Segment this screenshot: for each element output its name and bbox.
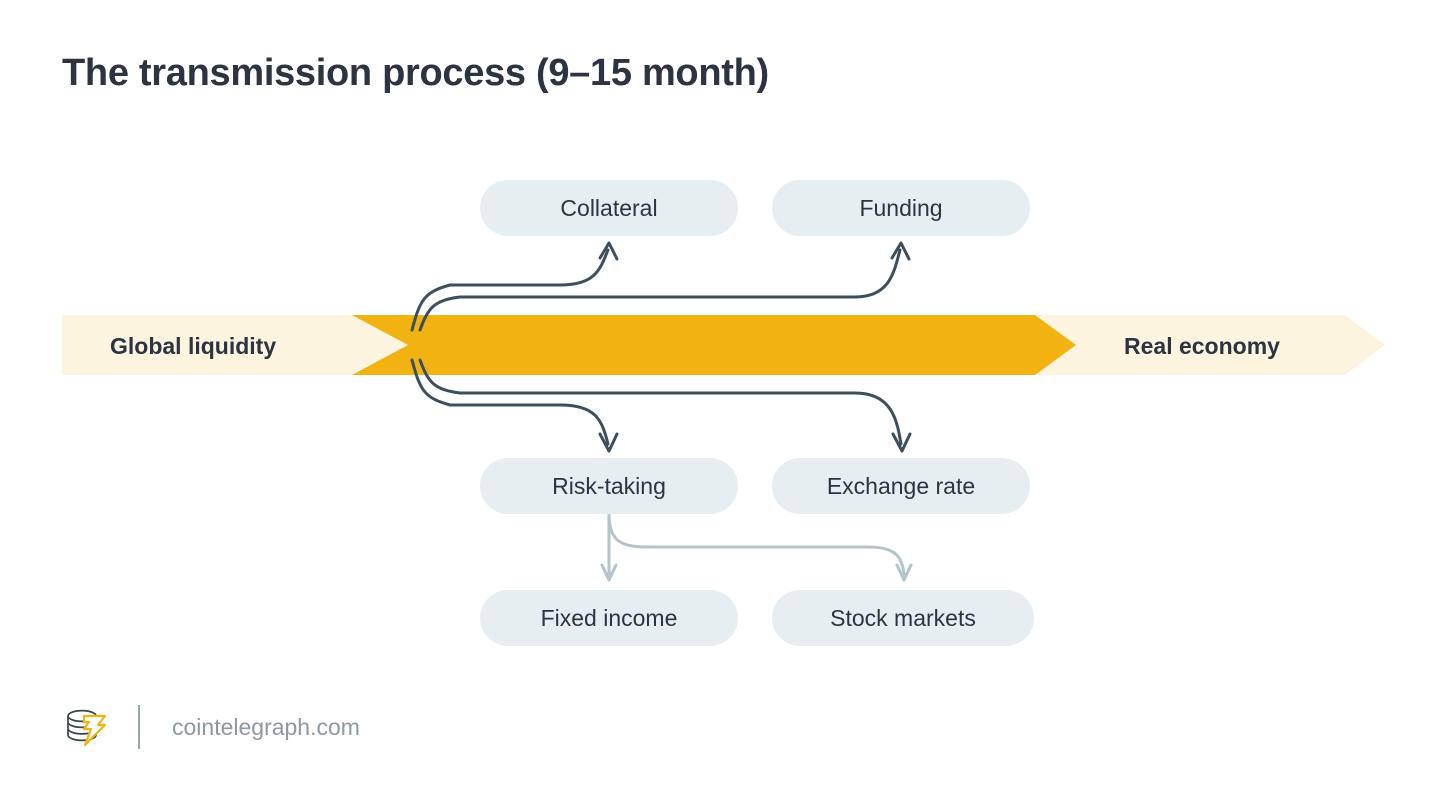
footer-divider (138, 705, 140, 749)
node-fixed-income[interactable]: Fixed income (480, 590, 738, 646)
node-exchange-rate-label: Exchange rate (826, 472, 976, 499)
node-risk-taking-label: Risk-taking (552, 472, 666, 499)
node-funding-label: Funding (859, 194, 943, 221)
node-funding[interactable]: Funding (772, 180, 1030, 236)
arrowhead-collateral (598, 241, 619, 261)
cointelegraph-logo-icon (60, 702, 110, 752)
arrowhead-funding (890, 241, 911, 261)
node-exchange-rate[interactable]: Exchange rate (772, 458, 1030, 514)
connector-risk-taking-to-stock-markets (607, 512, 906, 576)
band-label-real-economy: Real economy (1124, 333, 1280, 359)
footer: cointelegraph.com (60, 700, 360, 754)
footer-site-label: cointelegraph.com (172, 713, 360, 740)
arrowhead-risk-taking (598, 432, 619, 453)
node-fixed-income-label: Fixed income (540, 604, 678, 631)
page-title: The transmission process (9–15 month) (62, 52, 769, 94)
node-stock-markets[interactable]: Stock markets (772, 590, 1034, 646)
arrowhead-fixed-income (600, 563, 618, 582)
node-collateral[interactable]: Collateral (480, 180, 738, 236)
connector-liquidity-to-exchange-rate (418, 358, 903, 446)
band-label-global-liquidity: Global liquidity (110, 333, 277, 359)
connector-liquidity-to-funding (418, 248, 902, 332)
arrowhead-exchange-rate (891, 432, 912, 453)
arrowhead-stock-markets (895, 563, 913, 582)
liquidity-track-cap (62, 315, 102, 375)
node-collateral-label: Collateral (560, 194, 658, 221)
liquidity-gold-arrow (352, 315, 1076, 375)
connector-liquidity-to-collateral (410, 248, 610, 332)
node-risk-taking[interactable]: Risk-taking (480, 458, 738, 514)
node-stock-markets-label: Stock markets (830, 604, 976, 631)
connector-liquidity-to-risk-taking (410, 358, 610, 446)
